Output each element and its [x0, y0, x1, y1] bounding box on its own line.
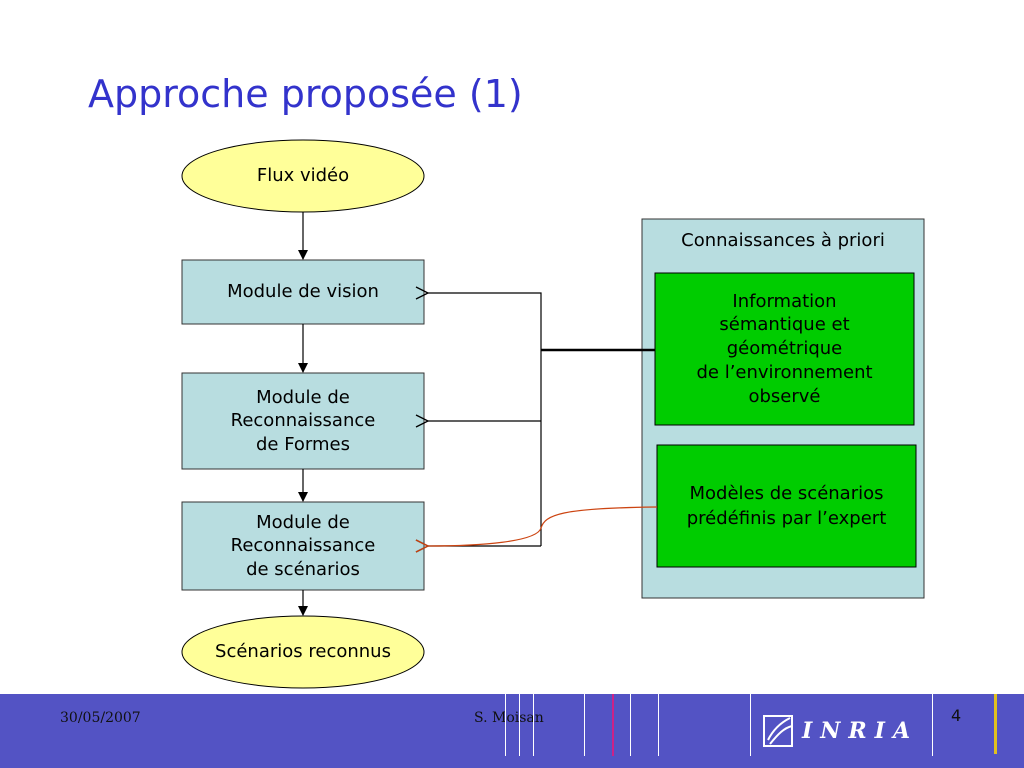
- input-label: Flux vidéo: [256, 165, 350, 187]
- module-vision-label: Module de vision: [227, 281, 379, 303]
- footer-divider: [750, 694, 751, 756]
- scenario-models-label: Modèles de scénarios prédéfinis par l’ex…: [686, 482, 887, 529]
- footer-author: S. Moisan: [474, 710, 544, 726]
- output-label: Scénarios reconnus: [215, 641, 391, 663]
- footer-divider: [630, 694, 631, 756]
- scenario-models-box: [656, 444, 917, 568]
- footer-divider: [505, 694, 506, 756]
- footer-divider: [658, 694, 659, 756]
- semantic-info-label: Information sémantique et géométrique de…: [696, 290, 873, 407]
- knowledge-title: Connaissances à priori: [681, 230, 885, 252]
- output-ellipse: [181, 615, 425, 689]
- module-scenarios-box: [181, 501, 425, 591]
- footer-divider: [533, 694, 534, 756]
- feed-arrow-vision: [428, 293, 542, 546]
- footer-divider: [612, 694, 614, 756]
- module-formes-label: Module de Reconnaissance de Formes: [230, 386, 376, 455]
- flow-diagram: [181, 139, 925, 689]
- module-scenarios-label: Module de Reconnaissance de scénarios: [230, 511, 376, 580]
- footer-date: 30/05/2007: [60, 710, 141, 726]
- footer-divider: [519, 694, 520, 756]
- semantic-info-box: [654, 272, 915, 426]
- slide-footer: 30/05/2007 S. Moisan INRIA 4: [0, 694, 1024, 768]
- footer-divider: [584, 694, 585, 756]
- inria-logo-icon: [763, 715, 793, 747]
- page-number: 4: [951, 706, 962, 725]
- footer-accent-bar: [994, 694, 997, 754]
- footer-divider: [932, 694, 933, 756]
- logo-text: INRIA: [802, 718, 919, 744]
- models-curve-arrow: [428, 506, 658, 546]
- slide-title: Approche proposée (1): [88, 72, 523, 116]
- inria-logo: INRIA: [762, 710, 930, 752]
